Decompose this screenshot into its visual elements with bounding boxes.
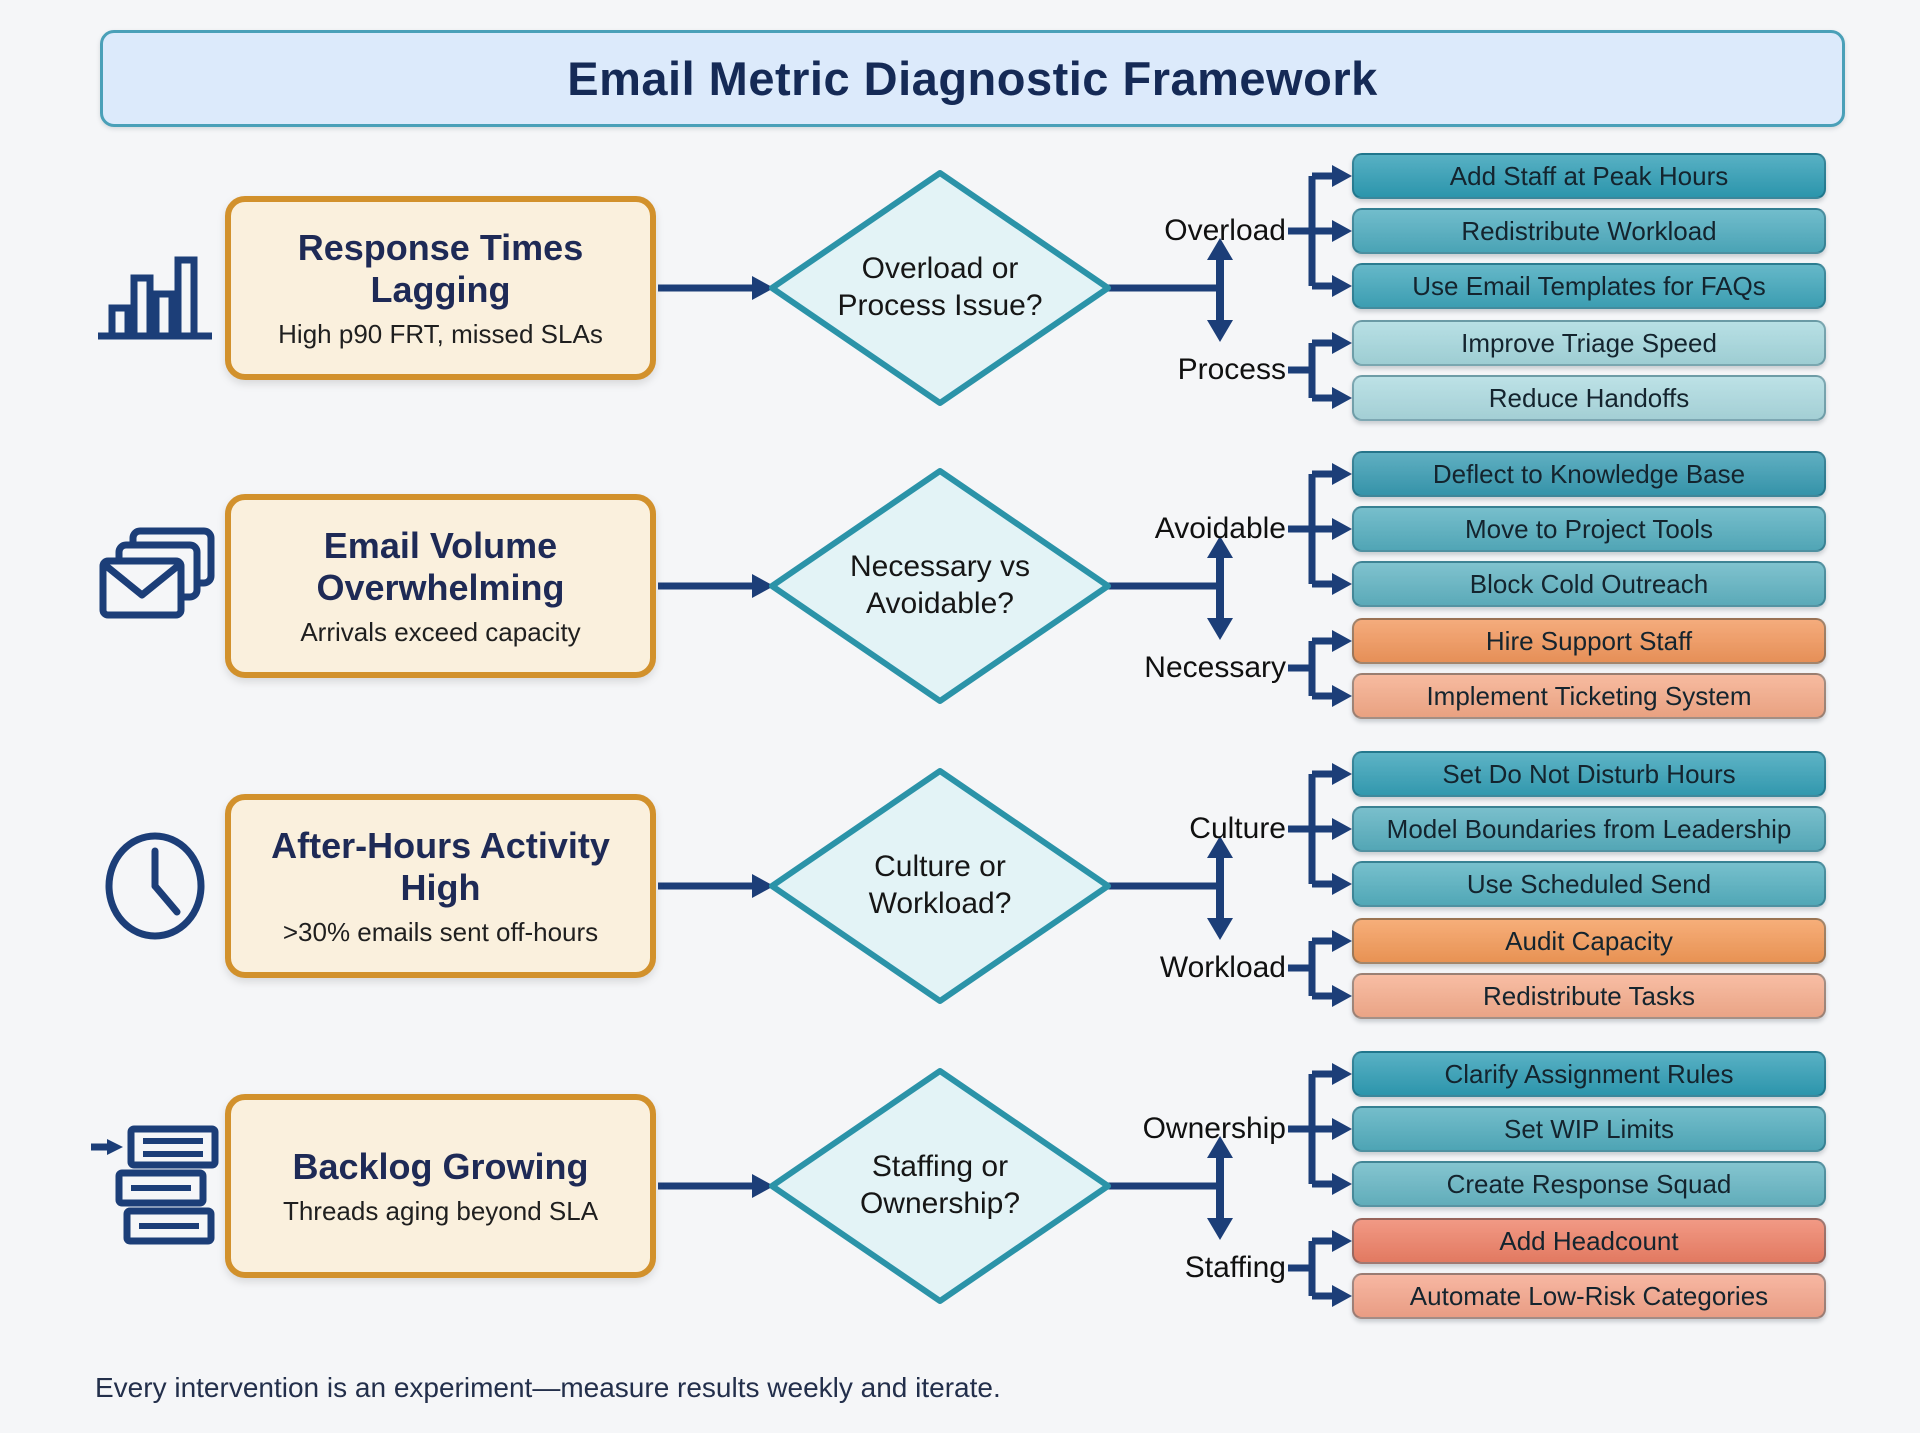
action-box: Add Staff at Peak Hours (1352, 153, 1826, 199)
connector-arrows (658, 463, 1352, 707)
action-box: Automate Low-Risk Categories (1352, 1273, 1826, 1319)
decision-label: Staffing or Ownership? (859, 1150, 1021, 1220)
problem-card: After-Hours Activity High >30% emails se… (225, 794, 656, 978)
action-box: Add Headcount (1352, 1218, 1826, 1264)
problem-title: Response Times Lagging (297, 227, 584, 311)
diagnostic-row-email-volume: Email Volume Overwhelming Arrivals excee… (0, 438, 1920, 738)
connector-arrows (658, 763, 1352, 1007)
bar-chart-icon (72, 198, 237, 378)
problem-title: Backlog Growing (292, 1146, 589, 1188)
action-box: Audit Capacity (1352, 918, 1826, 964)
decision-diamond (769, 170, 1111, 406)
clock-icon (72, 796, 237, 976)
stacked-emails-icon (72, 496, 237, 676)
action-box: Create Response Squad (1352, 1161, 1826, 1207)
problem-subtitle: High p90 FRT, missed SLAs (278, 318, 603, 349)
action-box: Improve Triage Speed (1352, 320, 1826, 366)
action-box: Model Boundaries from Leadership (1352, 806, 1826, 852)
decision-label: Culture or Workload? (868, 850, 1012, 920)
problem-title: After-Hours Activity High (271, 825, 610, 909)
connector-arrows (658, 165, 1352, 409)
action-box: Move to Project Tools (1352, 506, 1826, 552)
title-banner: Email Metric Diagnostic Framework (100, 30, 1845, 127)
branch-label: Avoidable (1154, 512, 1286, 545)
problem-subtitle: >30% emails sent off-hours (282, 916, 599, 947)
problem-card: Backlog Growing Threads aging beyond SLA (225, 1094, 656, 1278)
diagnostic-row-response-times: Response Times Lagging High p90 FRT, mis… (0, 140, 1920, 440)
action-box: Redistribute Tasks (1352, 973, 1826, 1019)
branch-label: Culture (1189, 812, 1286, 845)
branch-label: Workload (1159, 951, 1286, 984)
action-box: Hire Support Staff (1352, 618, 1826, 664)
decision-diamond (769, 768, 1111, 1004)
decision-diamond (769, 1068, 1111, 1304)
branch-label: Overload (1164, 214, 1286, 247)
footer-note: Every intervention is an experiment—meas… (95, 1372, 1001, 1403)
action-box: Clarify Assignment Rules (1352, 1051, 1826, 1097)
problem-card: Response Times Lagging High p90 FRT, mis… (225, 196, 656, 380)
action-box: Set WIP Limits (1352, 1106, 1826, 1152)
connector-arrows (658, 1063, 1352, 1307)
problem-title: Email Volume Overwhelming (316, 525, 565, 609)
branch-label: Process (1177, 353, 1286, 386)
action-box: Implement Ticketing System (1352, 673, 1826, 719)
problem-subtitle: Threads aging beyond SLA (282, 1196, 599, 1227)
decision-diamond (769, 468, 1111, 704)
diagnostic-row-after-hours: After-Hours Activity High >30% emails se… (0, 738, 1920, 1038)
problem-subtitle: Arrivals exceed capacity (300, 616, 581, 647)
action-box: Block Cold Outreach (1352, 561, 1826, 607)
action-box: Reduce Handoffs (1352, 375, 1826, 421)
branch-label: Ownership (1142, 1112, 1286, 1145)
backlog-queue-icon (72, 1096, 237, 1276)
action-box: Redistribute Workload (1352, 208, 1826, 254)
action-box: Use Email Templates for FAQs (1352, 263, 1826, 309)
branch-label: Necessary (1144, 651, 1286, 684)
decision-label: Necessary vs Avoidable? (849, 550, 1031, 620)
action-box: Use Scheduled Send (1352, 861, 1826, 907)
decision-label: Overload or Process Issue? (837, 252, 1043, 322)
branch-label: Staffing (1184, 1251, 1286, 1284)
diagnostic-row-backlog: Backlog Growing Threads aging beyond SLA… (0, 1038, 1920, 1338)
problem-card: Email Volume Overwhelming Arrivals excee… (225, 494, 656, 678)
page-title: Email Metric Diagnostic Framework (567, 52, 1378, 105)
action-box: Deflect to Knowledge Base (1352, 451, 1826, 497)
action-box: Set Do Not Disturb Hours (1352, 751, 1826, 797)
